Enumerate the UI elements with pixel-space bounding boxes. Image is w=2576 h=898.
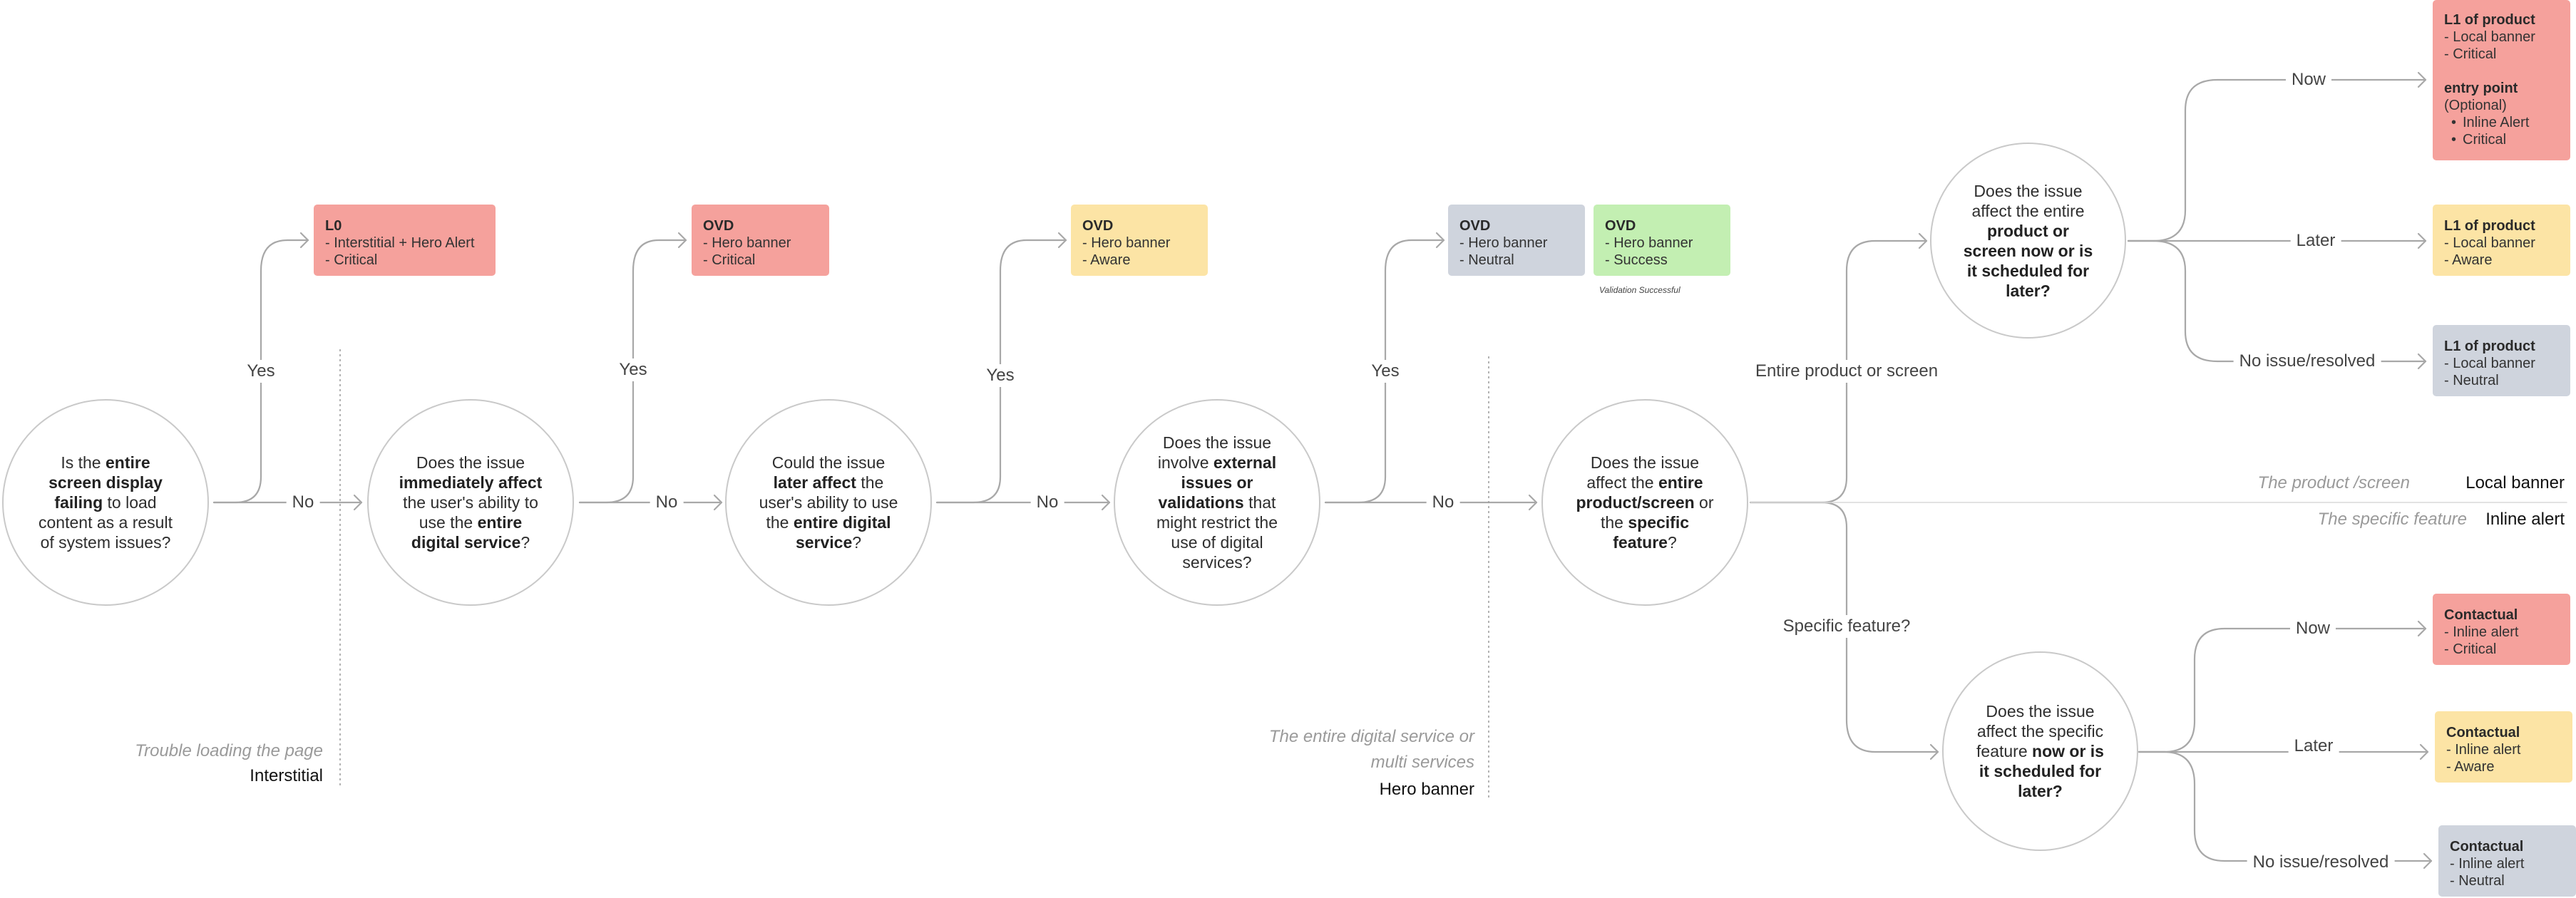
question-immediately-affect: Does the issue immediately affect the us… xyxy=(367,399,574,606)
edge-label-no-2: No xyxy=(650,491,684,514)
card-l1-critical: L1 of product - Local banner - Critical … xyxy=(2433,0,2570,160)
question-later-affect: Could the issue later affect the user's … xyxy=(725,399,932,606)
edge-label-resolved-1: No issue/resolved xyxy=(2233,350,2381,373)
edge-label-yes-4: Yes xyxy=(1365,360,1405,383)
caption-hero-banner: Hero banner xyxy=(1379,780,1474,799)
card-l0-critical: L0 - Interstitial + Hero Alert - Critica… xyxy=(314,205,496,276)
edge-label-later-1: Later xyxy=(2290,229,2341,252)
caption-interstitial: Interstitial xyxy=(250,766,323,785)
card-l1-aware: L1 of product - Local banner - Aware xyxy=(2433,205,2570,276)
edge-label-now-1: Now xyxy=(2285,68,2332,91)
caption-local-banner: Local banner xyxy=(2465,473,2565,492)
edge-label-yes-3: Yes xyxy=(980,364,1020,387)
question-external-issues: Does the issue involve external issues o… xyxy=(1114,399,1320,606)
edge-label-entire-product: Entire product or screen xyxy=(1749,360,1944,383)
caption-interstitial-description: Trouble loading the page xyxy=(135,741,323,760)
edge-label-resolved-2: No issue/resolved xyxy=(2247,851,2395,874)
question-product-now-or-later: Does the issue affect the entire product… xyxy=(1930,143,2126,339)
edge-label-yes-2: Yes xyxy=(613,358,653,381)
edge-label-specific-feature: Specific feature? xyxy=(1777,615,1916,638)
edge-label-now-2: Now xyxy=(2289,617,2336,640)
caption-inline-alert: Inline alert xyxy=(2485,510,2565,529)
question-product-or-feature: Does the issue affect the entire product… xyxy=(1541,399,1748,606)
caption-local-description: The product /screen xyxy=(2257,473,2410,492)
caption-inline-description: The specific feature xyxy=(2317,510,2467,529)
edge-label-later-2: Later xyxy=(2288,735,2339,758)
question-feature-now-or-later: Does the issue affect the specific featu… xyxy=(1942,651,2138,851)
card-contactual-neutral: Contactual - Inline alert - Neutral xyxy=(2438,825,2576,897)
card-contactual-aware: Contactual - Inline alert - Aware xyxy=(2435,711,2572,783)
card-ovd-success: OVD - Hero banner - Success xyxy=(1594,205,1730,276)
validation-successful-note: Validation Successful xyxy=(1599,285,1680,295)
edge-label-no-1: No xyxy=(286,491,320,514)
caption-hero-description-1: The entire digital service or xyxy=(1268,727,1474,746)
card-l1-neutral: L1 of product - Local banner - Neutral xyxy=(2433,325,2570,396)
card-contactual-critical: Contactual - Inline alert - Critical xyxy=(2433,594,2570,665)
card-ovd-aware: OVD - Hero banner - Aware xyxy=(1071,205,1208,276)
edge-label-no-4: No xyxy=(1426,491,1460,514)
edge-label-no-3: No xyxy=(1030,491,1064,514)
card-ovd-neutral: OVD - Hero banner - Neutral xyxy=(1448,205,1585,276)
caption-hero-description-2: multi services xyxy=(1370,753,1474,772)
card-ovd-critical: OVD - Hero banner - Critical xyxy=(692,205,829,276)
edge-label-yes-1: Yes xyxy=(241,360,281,383)
question-entire-screen-failing: Is the entire screen display failing to … xyxy=(2,399,209,606)
